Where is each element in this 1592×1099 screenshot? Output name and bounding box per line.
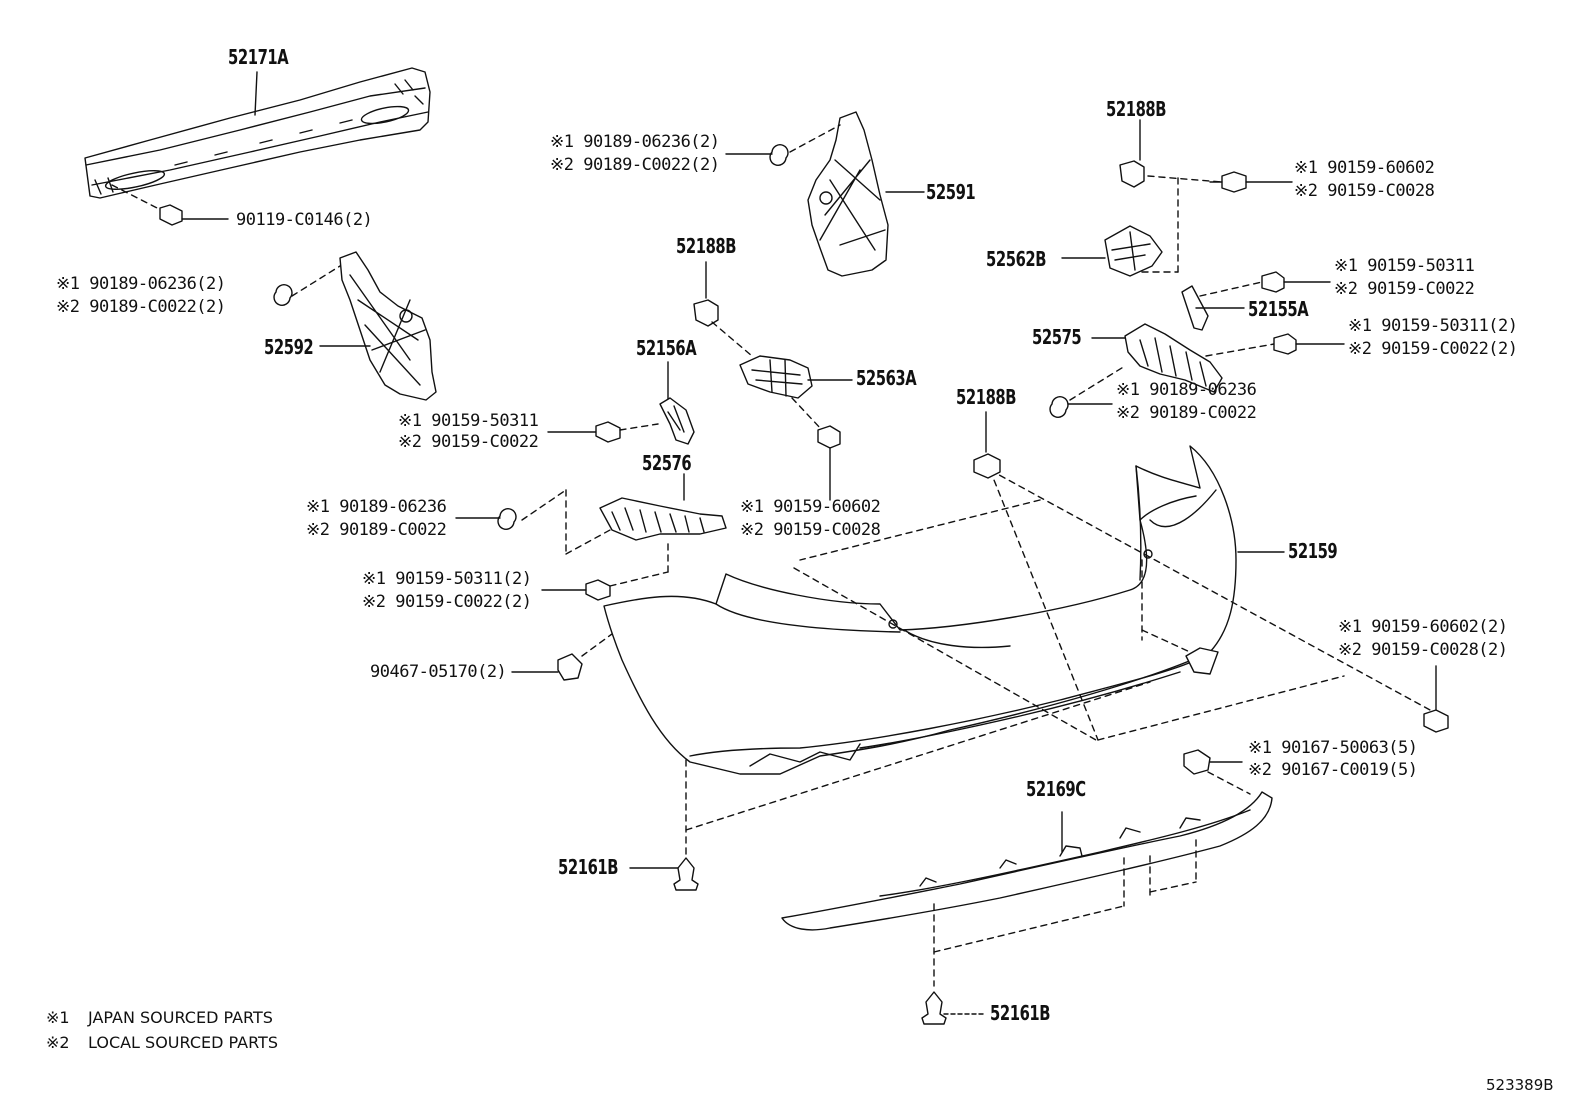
fastener-top-japan-label: ※1 90189-06236(2) <box>550 132 720 152</box>
part-52591-label: 52591 <box>926 180 976 204</box>
fastener-rr-japan-label: ※1 90159-60602(2) <box>1338 617 1508 637</box>
part-52155A-label: 52155A <box>1248 297 1309 321</box>
clip-52188B-lower <box>974 412 1000 478</box>
fastener-r2-japan-label: ※1 90159-50311(2) <box>1348 316 1518 336</box>
bracket-52563A <box>694 262 852 500</box>
fastener-m1-local-label: ※2 90159-C0022 <box>398 432 539 452</box>
fastener-left-local-label: ※2 90189-C0022(2) <box>56 297 226 317</box>
part-52188B-top-label: 52188B <box>1106 97 1167 121</box>
fastener-top-local-label: ※2 90189-C0022(2) <box>550 155 720 175</box>
part-52592-label: 52592 <box>264 335 314 359</box>
part-52576-label: 52576 <box>642 451 692 475</box>
clip-90467 <box>512 634 612 680</box>
bolt-right-lower <box>1424 666 1448 732</box>
fastener-lr-japan-label: ※1 90167-50063(5) <box>1248 738 1418 758</box>
part-52159-label: 52159 <box>1288 539 1338 563</box>
fastener-90467-label: 90467-05170(2) <box>370 662 507 682</box>
legend-local-mark: ※2 <box>46 1033 70 1052</box>
screw-90167 <box>1184 750 1250 794</box>
part-52188B-low-label: 52188B <box>956 385 1017 409</box>
legend-japan-text: JAPAN SOURCED PARTS <box>88 1008 273 1027</box>
fastener-m4-local-label: ※2 90159-C0022(2) <box>362 592 532 612</box>
fastener-r2-local-label: ※2 90159-C0022(2) <box>1348 339 1518 359</box>
part-52169C-label: 52169C <box>1026 777 1086 801</box>
part-52188B-mid-label: 52188B <box>676 234 737 258</box>
bracket-52575 <box>1050 324 1344 417</box>
fastener-r1-local-label: ※2 90159-C0022 <box>1334 279 1475 299</box>
spoiler-leader-lines <box>934 840 1196 986</box>
rear-bumper-retainer-left <box>274 252 436 400</box>
fastener-r1-japan-label: ※1 90159-50311 <box>1334 256 1475 276</box>
fastener-m2-japan-label: ※1 90189-06236 <box>306 497 447 517</box>
part-52171A-label: 52171A <box>228 45 289 69</box>
part-52156A-label: 52156A <box>636 336 697 360</box>
fastener-90119-label: 90119-C0146(2) <box>236 210 373 230</box>
part-52161B-bottom-label: 52161B <box>990 1001 1051 1025</box>
legend-japan-mark: ※1 <box>46 1008 70 1027</box>
fastener-r3-local-label: ※2 90189-C0022 <box>1116 403 1257 423</box>
lower-spoiler <box>782 792 1272 930</box>
part-52563A-label: 52563A <box>856 366 917 390</box>
part-52161B-left-label: 52161B <box>558 855 619 879</box>
bolt-90119 <box>112 185 228 225</box>
figure-code: 523389B <box>1486 1076 1554 1094</box>
rear-bumper-cover <box>604 446 1284 774</box>
bracket-52155A <box>1182 272 1330 330</box>
assembly-leader-lines <box>686 470 1430 858</box>
rear-bumper-retainer-right <box>726 112 924 276</box>
bracket-52156A <box>548 362 694 500</box>
fastener-m1-japan-label: ※1 90159-50311 <box>398 411 539 431</box>
fastener-topright-japan-label: ※1 90159-60602 <box>1294 158 1435 178</box>
clip-52161B-bottom <box>922 992 986 1024</box>
part-52562B-label: 52562B <box>986 247 1047 271</box>
fastener-m2-local-label: ※2 90189-C0022 <box>306 520 447 540</box>
legend-local-text: LOCAL SOURCED PARTS <box>88 1033 278 1052</box>
fastener-rr-local-label: ※2 90159-C0028(2) <box>1338 640 1508 660</box>
fastener-m3-local-label: ※2 90159-C0028 <box>740 520 881 540</box>
fastener-lr-local-label: ※2 90167-C0019(5) <box>1248 760 1418 780</box>
fastener-m4-japan-label: ※1 90159-50311(2) <box>362 569 532 589</box>
fastener-topright-local-label: ※2 90159-C0028 <box>1294 181 1435 201</box>
clip-52161B-left <box>630 858 698 890</box>
part-52575-label: 52575 <box>1032 325 1082 349</box>
fastener-m3-japan-label: ※1 90159-60602 <box>740 497 881 517</box>
fastener-left-japan-label: ※1 90189-06236(2) <box>56 274 226 294</box>
fastener-r3-japan-label: ※1 90189-06236 <box>1116 380 1257 400</box>
side-retainer-upper-right <box>1062 120 1292 276</box>
rear-bumper-reinforcement <box>85 68 430 198</box>
bracket-52576 <box>456 490 726 600</box>
